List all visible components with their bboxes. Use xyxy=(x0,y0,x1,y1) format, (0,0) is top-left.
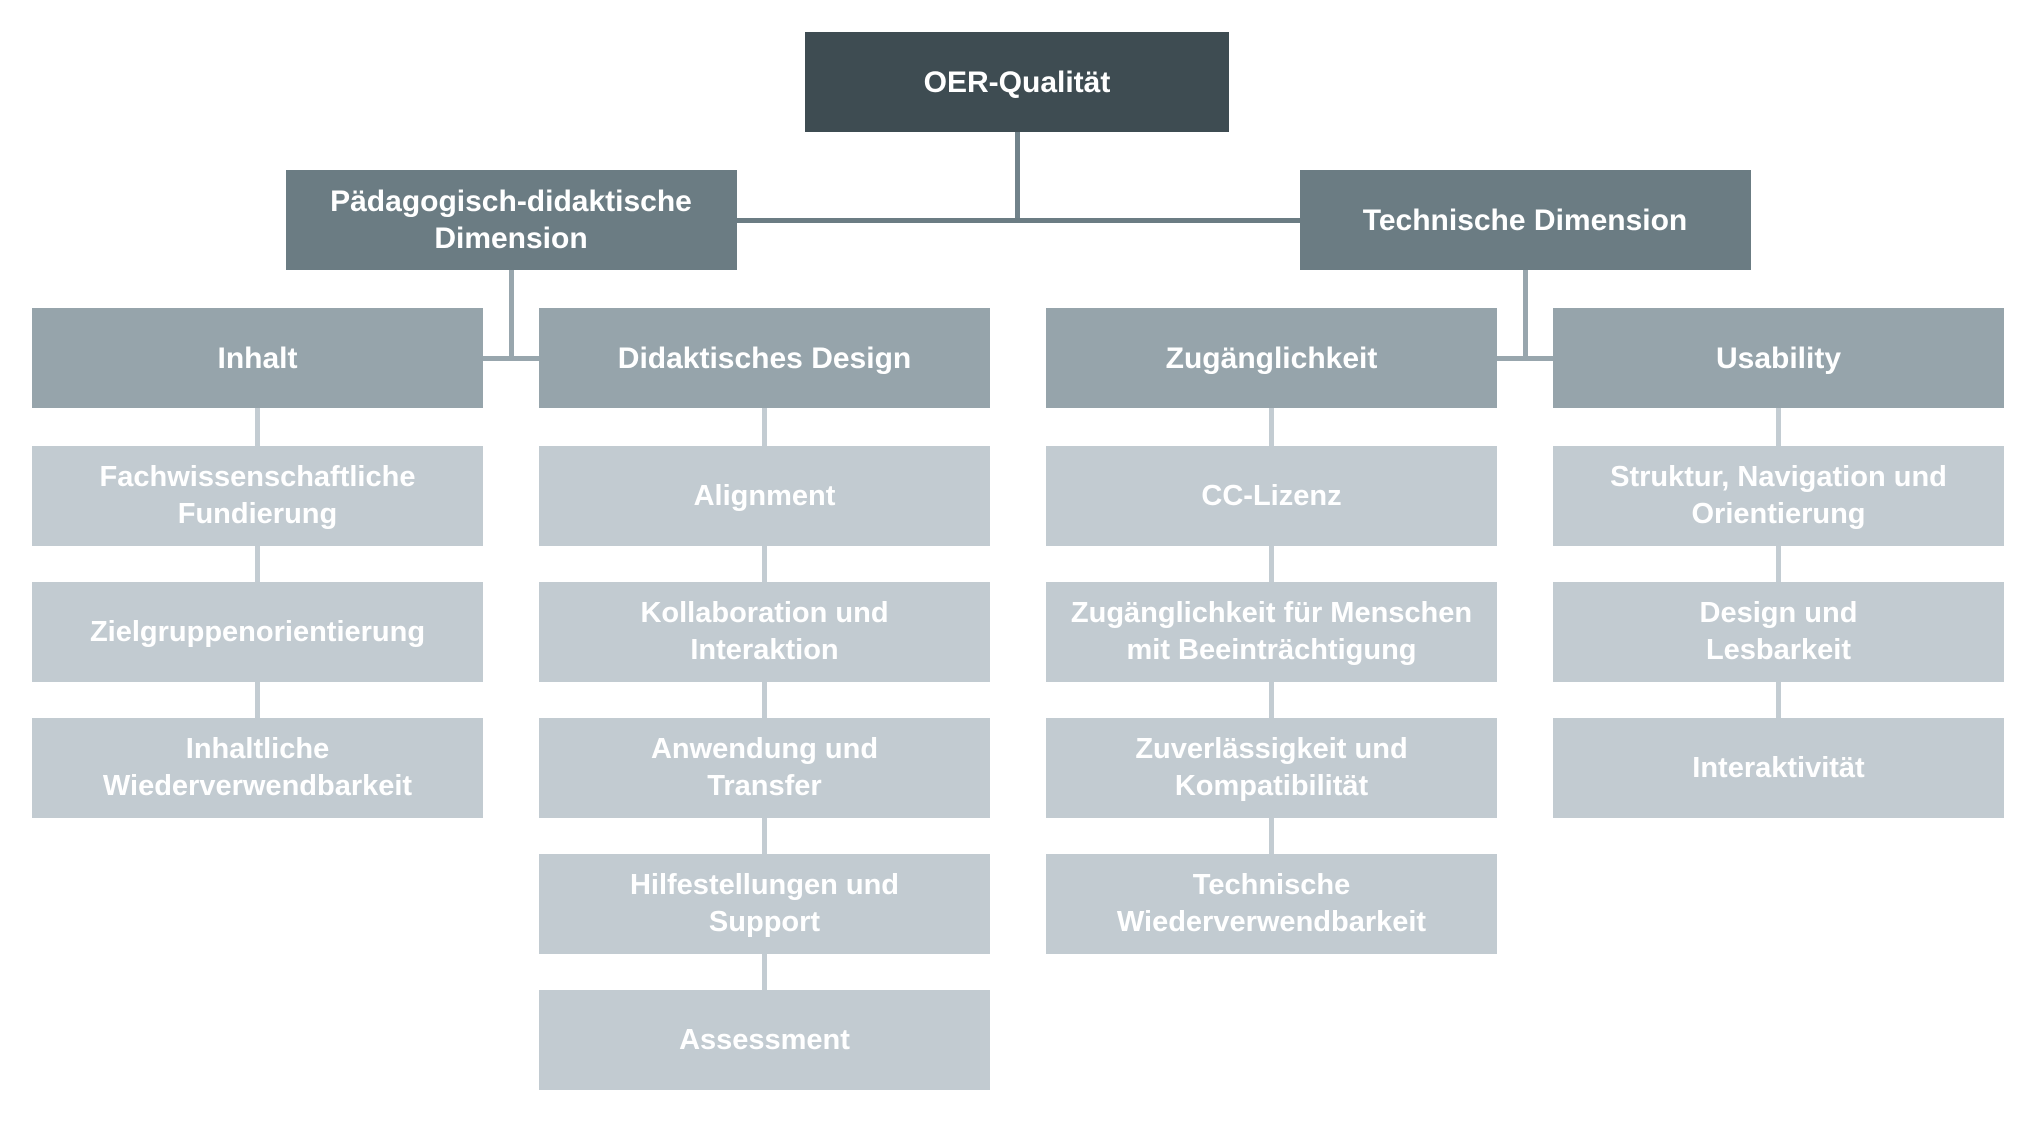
connector-criterion-1-0-2 xyxy=(1269,682,1274,718)
node-category-1-0: Zugänglichkeit xyxy=(1046,308,1497,408)
connector-criterion-0-0-0 xyxy=(255,408,260,446)
node-criterion-0-1-4: Assessment xyxy=(539,990,990,1090)
node-dimension-1: Technische Dimension xyxy=(1299,170,1751,270)
node-criterion-1-0-3: Technische Wiederverwendbarkeit xyxy=(1046,854,1497,954)
node-criterion-1-0-2: Zuverlässigkeit und Kompatibilität xyxy=(1046,718,1497,818)
connector-criterion-1-0-1 xyxy=(1269,546,1274,582)
connector-criterion-0-1-2 xyxy=(762,682,767,718)
connector-category-junction-1 xyxy=(1497,355,1553,361)
connector-criterion-0-1-0 xyxy=(762,408,767,446)
connector-criterion-1-0-0 xyxy=(1269,408,1274,446)
connector-criterion-0-0-1 xyxy=(255,546,260,582)
node-dimension-0: Pädagogisch-didaktische Dimension xyxy=(285,170,737,270)
node-root: OER-Qualität xyxy=(805,32,1229,132)
node-criterion-1-1-0: Struktur, Navigation und Orientierung xyxy=(1553,446,2004,546)
connector-dimension-stem-0 xyxy=(508,270,514,361)
node-criterion-0-0-1: Zielgruppenorientierung xyxy=(32,582,483,682)
node-criterion-1-1-2: Interaktivität xyxy=(1553,718,2004,818)
connector-criterion-1-1-1 xyxy=(1776,546,1781,582)
connector-criterion-1-1-0 xyxy=(1776,408,1781,446)
connector-dimension-bar xyxy=(736,217,1300,223)
node-category-0-1: Didaktisches Design xyxy=(539,308,990,408)
node-criterion-1-0-1: Zugänglichkeit für Menschen mit Beeinträ… xyxy=(1046,582,1497,682)
connector-category-junction-0 xyxy=(483,355,539,361)
connector-root-stem xyxy=(1014,132,1020,220)
connector-criterion-1-0-3 xyxy=(1269,818,1274,854)
connector-criterion-0-1-1 xyxy=(762,546,767,582)
node-criterion-0-1-0: Alignment xyxy=(539,446,990,546)
connector-criterion-0-1-4 xyxy=(762,954,767,990)
node-category-1-1: Usability xyxy=(1553,308,2004,408)
node-criterion-0-1-3: Hilfestellungen und Support xyxy=(539,854,990,954)
connector-criterion-0-1-3 xyxy=(762,818,767,854)
node-criterion-0-1-1: Kollaboration und Interaktion xyxy=(539,582,990,682)
node-criterion-0-0-0: Fachwissenschaftliche Fundierung xyxy=(32,446,483,546)
node-category-0-0: Inhalt xyxy=(32,308,483,408)
connector-criterion-0-0-2 xyxy=(255,682,260,718)
node-criterion-0-0-2: Inhaltliche Wiederverwendbarkeit xyxy=(32,718,483,818)
connector-dimension-stem-1 xyxy=(1522,270,1528,361)
node-criterion-1-1-1: Design und Lesbarkeit xyxy=(1553,582,2004,682)
connector-criterion-1-1-2 xyxy=(1776,682,1781,718)
node-criterion-0-1-2: Anwendung und Transfer xyxy=(539,718,990,818)
node-criterion-1-0-0: CC-Lizenz xyxy=(1046,446,1497,546)
